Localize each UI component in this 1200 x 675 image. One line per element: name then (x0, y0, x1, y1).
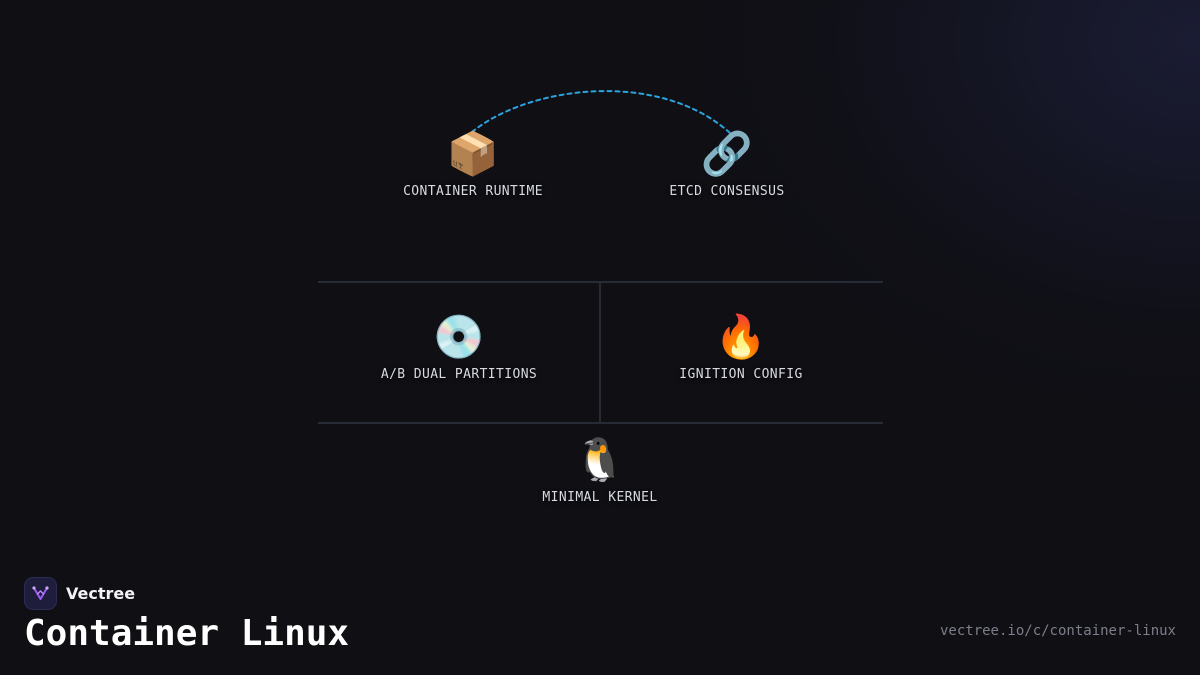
node-etcd-consensus: 🔗 ETCD CONSENSUS (669, 129, 785, 200)
divider-top (318, 281, 883, 283)
node-label: ETCD CONSENSUS (669, 184, 785, 199)
brand: Vectree (24, 577, 135, 610)
page-url: vectree.io/c/container-linux (939, 623, 1176, 639)
disc-icon: 💿 (432, 312, 486, 361)
node-label: IGNITION CONFIG (679, 367, 803, 382)
node-minimal-kernel: 🐧 MINIMAL KERNEL (542, 435, 658, 506)
fire-icon: 🔥 (714, 312, 768, 361)
divider-bottom (318, 422, 883, 424)
node-label: CONTAINER RUNTIME (403, 184, 543, 199)
node-container-runtime: 📦 CONTAINER RUNTIME (403, 129, 543, 200)
node-label: MINIMAL KERNEL (542, 490, 658, 505)
node-ignition-config: 🔥 IGNITION CONFIG (679, 312, 803, 383)
divider-vertical (599, 283, 601, 424)
node-label: A/B DUAL PARTITIONS (380, 367, 538, 382)
node-ab-dual-partitions: 💿 A/B DUAL PARTITIONS (380, 312, 538, 383)
link-icon: 🔗 (700, 129, 754, 178)
page-title: Container Linux (24, 613, 350, 654)
package-icon: 📦 (446, 129, 500, 178)
vectree-logo-icon (24, 577, 57, 610)
penguin-icon: 🐧 (573, 435, 627, 484)
brand-name: Vectree (66, 584, 136, 603)
connector-container-runtime-etcd-consensus (471, 90, 731, 134)
